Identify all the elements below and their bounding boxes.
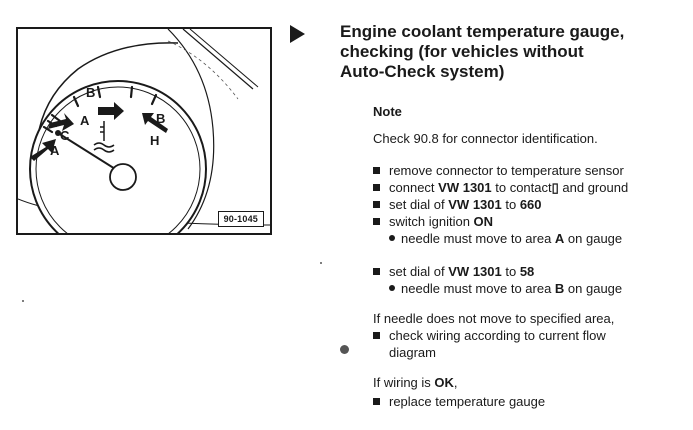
bullet-dot-icon	[389, 285, 395, 291]
title-line: checking (for vehicles without	[340, 42, 584, 61]
step-text: replace temperature gauge	[389, 394, 546, 409]
bullet-square-icon	[373, 201, 380, 208]
procedure-steps: remove connector to temperature sensor c…	[373, 162, 693, 247]
dial-value: 660	[519, 197, 542, 212]
contact-symbol: ▯	[551, 180, 559, 195]
tool-name: VW 1301	[448, 197, 502, 212]
ok-condition: If wiring is OK,	[373, 375, 458, 391]
list-item: connect VW 1301 to contact▯ and ground	[373, 179, 693, 196]
list-item: set dial of VW 1301 to 58	[373, 263, 693, 280]
list-item: check wiring according to current flow	[373, 327, 693, 344]
ignition-state: ON	[473, 214, 494, 229]
area-label: A	[554, 231, 565, 246]
bullet-square-icon	[373, 184, 380, 191]
bullet-square-icon	[373, 332, 380, 339]
gauge-figure: A A C B B H 90-1045	[16, 27, 272, 235]
fail-condition: If needle does not move to specified are…	[373, 311, 615, 326]
marker-b-right: B	[156, 111, 165, 126]
step-text: to	[501, 197, 520, 212]
fail-steps: check wiring according to current flow d…	[373, 327, 693, 361]
scan-speck	[340, 345, 349, 354]
scan-speck	[22, 300, 24, 302]
step-text: on gauge	[564, 231, 623, 246]
marker-a-upper: A	[80, 113, 90, 128]
step-text: to contact	[491, 180, 552, 195]
step-text: remove connector to temperature sensor	[389, 163, 624, 178]
figure-label: 90-1045	[217, 211, 264, 227]
gauge-illustration: A A C B B H	[18, 29, 270, 233]
arrow-c-icon	[48, 113, 74, 131]
list-item: replace temperature gauge	[373, 393, 693, 410]
bullet-dot-icon	[389, 235, 395, 241]
list-item: remove connector to temperature sensor	[373, 162, 693, 179]
bullet-square-icon	[373, 268, 380, 275]
list-item: needle must move to area B on gauge	[373, 280, 693, 297]
condition-text: ,	[453, 375, 458, 390]
note-text: Check 90.8 for connector identification.	[373, 131, 598, 146]
title-line: Engine coolant temperature gauge,	[340, 22, 625, 41]
list-item: set dial of VW 1301 to 660	[373, 196, 693, 213]
bullet-square-icon	[373, 218, 380, 225]
area-label: B	[554, 281, 565, 296]
step-text: on gauge	[564, 281, 623, 296]
step-text: set dial of	[389, 264, 449, 279]
marker-b: B	[86, 85, 95, 100]
list-item: switch ignition ON	[373, 213, 693, 230]
step-text: needle must move to area	[401, 231, 555, 246]
title-line: Auto-Check system)	[340, 62, 505, 81]
condition-text: If wiring is	[373, 375, 435, 390]
dial-value: 58	[519, 264, 535, 279]
step-text: switch ignition	[389, 214, 474, 229]
marker-a-lower: A	[50, 143, 60, 158]
marker-c: C	[60, 128, 70, 143]
step-text: needle must move to area	[401, 281, 555, 296]
step-text: check wiring according to current flow	[389, 328, 606, 343]
note-heading: Note	[373, 104, 402, 119]
list-item: needle must move to area A on gauge	[373, 230, 693, 247]
bullet-square-icon	[373, 398, 380, 405]
step-text: and ground	[558, 180, 629, 195]
procedure-steps-2: set dial of VW 1301 to 58 needle must mo…	[373, 263, 693, 297]
list-item-continued: diagram	[373, 344, 693, 361]
section-arrow-icon	[290, 25, 305, 43]
bullet-square-icon	[373, 167, 380, 174]
step-text: to	[501, 264, 520, 279]
arrow-a-lower-icon	[30, 139, 56, 161]
marker-h: H	[150, 133, 159, 148]
page-title: Engine coolant temperature gauge, checki…	[340, 22, 690, 82]
arrow-b-icon	[98, 102, 124, 120]
scan-speck	[320, 262, 322, 264]
condition-state: OK	[434, 375, 454, 390]
step-text: set dial of	[389, 197, 449, 212]
step-text: connect	[389, 180, 439, 195]
step-text: diagram	[389, 345, 436, 360]
arrow-b-right-icon	[142, 113, 168, 133]
tool-name: VW 1301	[448, 264, 502, 279]
ok-steps: replace temperature gauge	[373, 393, 693, 410]
tool-name: VW 1301	[438, 180, 492, 195]
